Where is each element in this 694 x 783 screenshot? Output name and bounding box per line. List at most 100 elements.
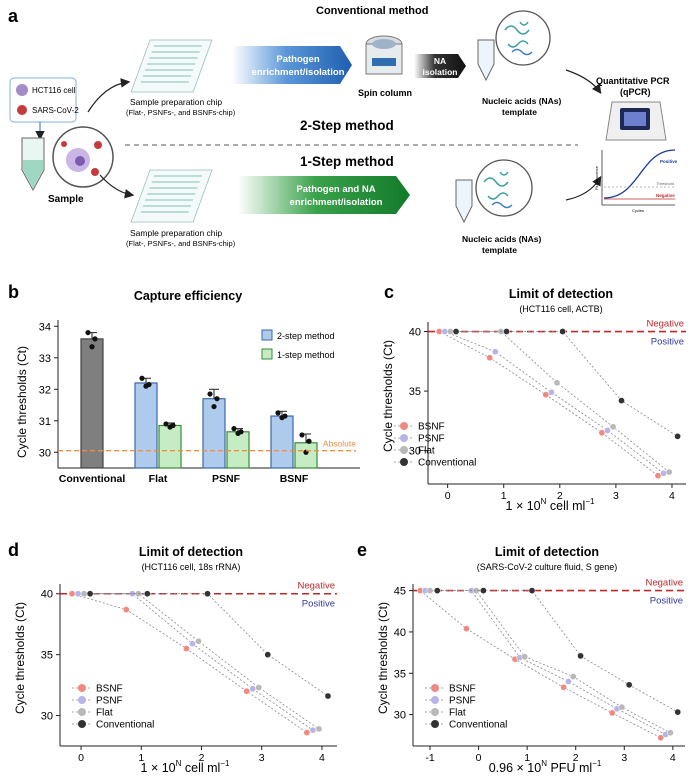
panel-d-letter: d [8, 540, 19, 560]
x-tick-label: -1 [425, 752, 434, 764]
y-tick-label: 30 [39, 447, 51, 459]
cell-label-1: HCT116 cell [32, 86, 76, 95]
conventional-point [92, 336, 98, 342]
psnf-1step-point [231, 426, 237, 432]
psnf-point [74, 590, 82, 598]
chart-e-ylabel: Cycle thresholds (Ct) [376, 602, 390, 714]
panel-d: d Limit of detection (HCT116 cell, 18s r… [0, 536, 347, 778]
chart-c-xlabel: 1 × 10N cell ml−1 [506, 497, 595, 513]
legend-label: BSNF [96, 684, 123, 695]
chart-c-ylabel: Cycle thresholds (Ct) [381, 340, 395, 452]
psnf-line [425, 590, 666, 735]
flat-1step-point [163, 421, 169, 427]
panel-a-letter: a [8, 6, 19, 26]
bsnf-point [183, 645, 190, 652]
mini-negative: Negative [656, 193, 675, 198]
flat-point [447, 328, 454, 335]
psnf-point [249, 685, 257, 693]
green-arrow-text-2: enrichment/isolation [290, 197, 383, 208]
bsnf-2step-point [275, 410, 281, 416]
psnf-point [491, 348, 499, 356]
lod-chart-d: d Limit of detection (HCT116 cell, 18s r… [8, 540, 337, 775]
bsnf-2step-bar [270, 415, 294, 469]
psnf-line [444, 331, 664, 474]
x-tick-label: 1 [138, 752, 144, 764]
virus-icon [17, 105, 27, 115]
chart-d-title: Limit of detection [139, 545, 243, 559]
psnf-2step-point [211, 403, 217, 410]
green-arrow-text-1: Pathogen and NA [296, 184, 375, 195]
panel-e: e Limit of detection (SARS-CoV-2 culture… [347, 536, 694, 778]
na-tube-bottom-icon [455, 179, 473, 224]
legend-marker [78, 684, 86, 692]
legend-label: Conventional [418, 458, 476, 469]
conventional-point [324, 692, 332, 700]
psnf-1step-point [235, 430, 241, 436]
y-tick-label: 40 [409, 327, 421, 339]
bsnf-point [303, 729, 311, 736]
x-tick-label: Conventional [59, 473, 126, 485]
legend-marker [78, 708, 86, 716]
legend-label: PSNF [96, 696, 123, 707]
conventional-point [577, 652, 584, 660]
y-tick-label: 34 [39, 321, 51, 333]
panel-c-letter: c [384, 282, 394, 302]
flat-point [521, 653, 529, 661]
one-step-label: 1-Step method [300, 154, 394, 169]
na-tube-top-icon [477, 39, 495, 82]
bsnf-point [560, 683, 567, 691]
chart-c-subtitle: (HCT116 cell, ACTB) [519, 304, 602, 314]
conventional-point [480, 587, 487, 594]
legend-marker [431, 696, 439, 704]
y-tick-label: 31 [39, 416, 51, 428]
x-tick-label: 2 [557, 490, 563, 502]
psnf-point [189, 640, 196, 648]
panel-b-letter: b [8, 282, 19, 302]
black-process-arrow [414, 54, 466, 78]
flat-point [665, 468, 673, 476]
bsnf-point [122, 606, 130, 613]
y-tick-label: 30 [394, 710, 406, 722]
x-tick-label: 0 [445, 490, 451, 502]
y-tick-label: 45 [394, 586, 406, 598]
hct116-cell-icon [16, 84, 28, 96]
chart-e-subtitle: (SARS-CoV-2 culture fluid, S gene) [477, 562, 618, 572]
chart-d-xlabel: 1 × 10N cell ml−1 [141, 759, 230, 775]
legend-2step-swatch [261, 329, 273, 341]
arrow-to-qpcr-top [565, 69, 602, 94]
conventional-point [89, 344, 95, 350]
psnf-2step-point [214, 396, 220, 402]
qpcr-machine-icon [605, 101, 667, 141]
panel-b: b Capture efficiency Cycle thresholds (C… [0, 278, 370, 508]
legend-2step-label: 2-step method [277, 331, 335, 341]
flat-2step-point [143, 383, 149, 389]
x-tick-label: 3 [259, 752, 265, 764]
arrow-to-chip-top [87, 78, 131, 113]
flat-point [618, 703, 626, 711]
legend-marker [431, 708, 439, 716]
legend-label: BSNF [449, 684, 476, 695]
chart-d-subtitle: (HCT116 cell, 18s rRNA) [142, 562, 241, 572]
qpcr-label-2: (qPCR) [620, 87, 651, 97]
conventional-point [204, 590, 211, 598]
bsnf-point [542, 391, 550, 399]
y-tick-label: 30 [41, 711, 53, 723]
chart-b-title: Capture efficiency [134, 289, 242, 303]
bsnf-point [243, 687, 251, 695]
lod-chart-c: c Limit of detection (HCT116 cell, ACTB)… [381, 282, 686, 513]
mini-ylabel: Fluorescence [594, 165, 599, 190]
flat-2step-point [139, 375, 145, 381]
psnf-2step-point [207, 391, 213, 397]
flat-point [609, 423, 617, 431]
na-top-label-1: Nucleic acids (NAs) [482, 96, 562, 106]
qpcr-label-1: Quantitative PCR [596, 76, 670, 86]
conventional-bar [80, 338, 104, 469]
bsnf-line [420, 590, 661, 739]
positive-label: Positive [650, 596, 683, 607]
conventional-point [86, 590, 94, 598]
psnf-line [78, 593, 314, 731]
blue-arrow-text-2: enrichment/isolation [252, 67, 345, 78]
lod-chart-e: e Limit of detection (SARS-CoV-2 culture… [357, 540, 685, 775]
y-tick-label: 30 [409, 446, 421, 458]
flat-point [667, 729, 674, 737]
